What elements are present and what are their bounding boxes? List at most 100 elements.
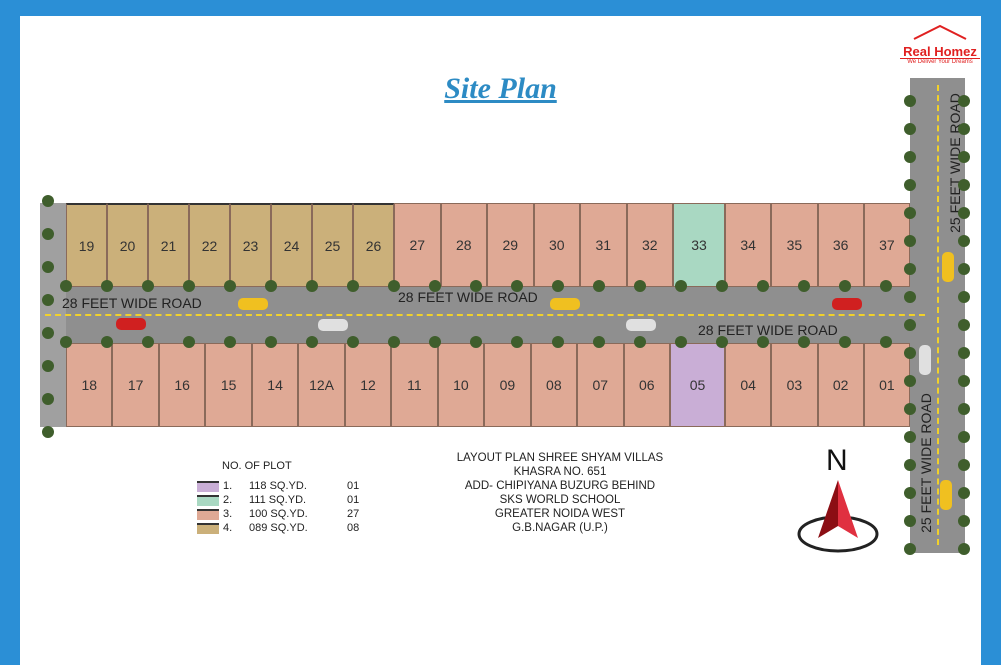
north-arrow-icon xyxy=(797,480,879,553)
tree-icon xyxy=(958,207,970,219)
tree-icon xyxy=(42,261,54,273)
tree-icon xyxy=(958,235,970,247)
plot-23: 23 xyxy=(230,203,271,287)
tree-icon xyxy=(224,280,236,292)
tree-icon xyxy=(42,360,54,372)
tree-icon xyxy=(142,280,154,292)
tree-icon xyxy=(958,291,970,303)
tree-icon xyxy=(958,543,970,555)
legend-count: 27 xyxy=(347,508,360,520)
tree-icon xyxy=(60,336,72,348)
legend-index: 4. xyxy=(223,522,233,534)
tree-icon xyxy=(388,280,400,292)
road-centerline xyxy=(45,314,925,316)
plot-18: 18 xyxy=(66,343,113,427)
tree-icon xyxy=(904,151,916,163)
address-line: G.B.NAGAR (U.P.) xyxy=(512,522,608,534)
legend-index: 2. xyxy=(223,494,233,506)
tree-icon xyxy=(757,280,769,292)
tree-icon xyxy=(42,294,54,306)
tree-icon xyxy=(429,280,441,292)
tree-icon xyxy=(958,487,970,499)
road-label: 25 FEET WIDE ROAD xyxy=(917,393,934,533)
tree-icon xyxy=(42,327,54,339)
legend-swatch xyxy=(197,508,219,520)
plot-19: 19 xyxy=(66,203,107,287)
page-title: Site Plan xyxy=(444,72,557,105)
tree-icon xyxy=(42,426,54,438)
legend-row: 4. 089 SQ.YD. 08 xyxy=(197,522,359,534)
address-line: ADD- CHIPIYANA BUZURG BEHIND xyxy=(464,480,656,492)
legend-heading: NO. OF PLOT xyxy=(222,460,292,472)
tree-icon xyxy=(904,431,916,443)
tree-icon xyxy=(904,179,916,191)
legend-index: 1. xyxy=(223,480,233,492)
tree-icon xyxy=(904,487,916,499)
tree-icon xyxy=(511,336,523,348)
tree-icon xyxy=(958,459,970,471)
legend-size: 118 SQ.YD. xyxy=(249,480,307,492)
plot-06: 06 xyxy=(623,343,670,427)
side-road-centerline xyxy=(937,85,939,545)
plot-37: 37 xyxy=(863,203,910,287)
plot-12A: 12A xyxy=(298,343,345,427)
tree-icon xyxy=(904,263,916,275)
tree-icon xyxy=(306,336,318,348)
tree-icon xyxy=(839,280,851,292)
tree-icon xyxy=(904,235,916,247)
plot-01: 01 xyxy=(863,343,910,427)
tree-icon xyxy=(60,280,72,292)
legend-size: 100 SQ.YD. xyxy=(249,508,308,520)
tree-icon xyxy=(101,336,113,348)
plot-17: 17 xyxy=(112,343,159,427)
tree-icon xyxy=(904,319,916,331)
plot-33: 33 xyxy=(673,203,725,287)
plot-22: 22 xyxy=(189,203,230,287)
tree-icon xyxy=(880,336,892,348)
tree-icon xyxy=(904,543,916,555)
plot-21: 21 xyxy=(148,203,189,287)
legend-index: 3. xyxy=(223,508,233,520)
plot-09: 09 xyxy=(484,343,531,427)
house-roof-icon xyxy=(913,24,967,40)
plot-25: 25 xyxy=(312,203,353,287)
legend-row: 1. 118 SQ.YD. 01 xyxy=(197,480,359,492)
tree-icon xyxy=(904,207,916,219)
plot-14: 14 xyxy=(251,343,299,427)
tree-icon xyxy=(904,123,916,135)
tree-icon xyxy=(958,319,970,331)
tree-icon xyxy=(388,336,400,348)
legend-swatch xyxy=(197,494,219,506)
road-label: 28 FEET WIDE ROAD xyxy=(698,322,838,338)
tree-icon xyxy=(675,280,687,292)
legend-count: 08 xyxy=(347,522,360,534)
tree-icon xyxy=(904,95,916,107)
tree-icon xyxy=(716,336,728,348)
tree-icon xyxy=(42,228,54,240)
tree-icon xyxy=(593,280,605,292)
legend-size: 089 SQ.YD. xyxy=(249,522,308,534)
tree-icon xyxy=(675,336,687,348)
plot-02: 02 xyxy=(817,343,864,427)
car xyxy=(318,319,348,331)
plot-24: 24 xyxy=(271,203,312,287)
car xyxy=(919,345,931,375)
tree-icon xyxy=(306,280,318,292)
tree-icon xyxy=(958,263,970,275)
compass-label: N xyxy=(826,444,848,477)
car xyxy=(550,298,580,310)
tree-icon xyxy=(958,179,970,191)
address-line: SKS WORLD SCHOOL xyxy=(499,494,621,506)
tree-icon xyxy=(265,280,277,292)
legend-count: 01 xyxy=(347,494,360,506)
legend-size: 111 SQ.YD. xyxy=(249,494,307,506)
tree-icon xyxy=(798,280,810,292)
plot-03: 03 xyxy=(771,343,818,427)
tree-icon xyxy=(634,336,646,348)
tree-icon xyxy=(904,347,916,359)
plot-20: 20 xyxy=(107,203,148,287)
plot-36: 36 xyxy=(817,203,864,287)
tree-icon xyxy=(265,336,277,348)
legend-count: 01 xyxy=(347,480,360,492)
tree-icon xyxy=(904,515,916,527)
